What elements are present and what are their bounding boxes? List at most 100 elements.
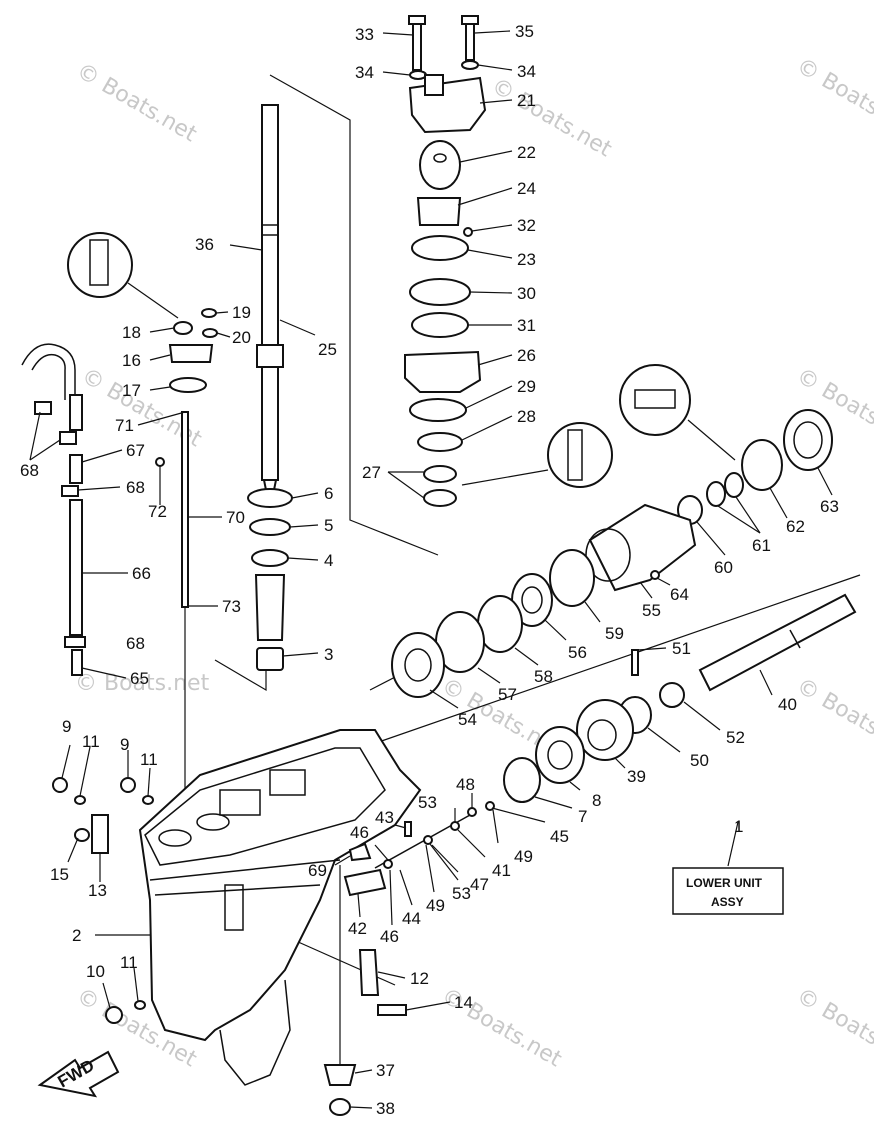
retainer-62 <box>741 439 783 491</box>
pin-51 <box>631 649 639 676</box>
callout-44: 44 <box>402 909 421 928</box>
shift-rod-housing-16 <box>168 344 214 363</box>
callout-66: 66 <box>132 564 151 583</box>
callout-47: 47 <box>470 875 489 894</box>
watermark: © Boats.net <box>792 674 874 763</box>
anode-13 <box>91 814 109 854</box>
callout-51: 51 <box>672 639 691 658</box>
callout-6: 6 <box>324 484 333 503</box>
bolt-33 <box>412 19 422 71</box>
callout-25: 25 <box>318 340 337 359</box>
pump-housing-21 <box>408 76 487 134</box>
washer-61b <box>706 481 726 507</box>
washer-34b <box>461 60 479 70</box>
trim-tab-12 <box>358 949 380 996</box>
callout-8: 8 <box>592 791 601 810</box>
detail-circle-right <box>619 364 691 436</box>
fwd-arrow: FWD <box>37 1050 120 1098</box>
water-pump-stack <box>404 15 487 507</box>
bolt-9b <box>120 777 136 793</box>
washer-61a <box>724 472 744 498</box>
washer-34a <box>409 70 427 80</box>
callout-55: 55 <box>642 601 661 620</box>
callout-46: 46 <box>350 823 369 842</box>
callout-21: 21 <box>517 91 536 110</box>
ball-46 <box>383 859 393 869</box>
callout-14: 14 <box>454 993 473 1012</box>
water-tube-66 <box>69 499 83 636</box>
callout-42: 42 <box>348 919 367 938</box>
callout-71: 71 <box>115 416 134 435</box>
bearing-63 <box>783 409 833 471</box>
callout-73: 73 <box>222 597 241 616</box>
callout-26: 26 <box>517 346 536 365</box>
gasket-23 <box>411 235 469 261</box>
callout-22: 22 <box>517 143 536 162</box>
bearing-housing-assembly <box>391 364 833 698</box>
key-32 <box>463 227 473 237</box>
callout-23: 23 <box>517 250 536 269</box>
callout-49: 49 <box>514 847 533 866</box>
callout-1: 1 <box>734 817 743 836</box>
bearing-housing-55 <box>588 503 697 592</box>
spring-52 <box>659 682 685 708</box>
gearcase-housing <box>52 729 422 1116</box>
propeller-shaft-assembly <box>503 593 857 803</box>
callout-54: 54 <box>458 710 477 729</box>
callout-10: 10 <box>86 962 105 981</box>
callout-67: 67 <box>126 441 145 460</box>
callout-68: 68 <box>20 461 39 480</box>
key-64 <box>650 570 660 580</box>
assy-box-line1: LOWER UNIT <box>686 876 763 890</box>
impeller-24 <box>416 197 462 226</box>
ball-48 <box>467 807 477 817</box>
watermark: © Boats.net <box>72 59 201 148</box>
bolt-14 <box>377 1004 407 1016</box>
callout-11: 11 <box>120 953 138 972</box>
callout-57: 57 <box>498 685 517 704</box>
callout-61: 61 <box>752 536 771 555</box>
clip-72 <box>155 457 165 467</box>
callout-15: 15 <box>50 865 69 884</box>
callout-16: 16 <box>122 351 141 370</box>
hose-clamp-68a <box>34 401 52 415</box>
callout-35: 35 <box>515 22 534 41</box>
bolt-9a <box>52 777 68 793</box>
watermark: © Boats.net <box>792 54 874 143</box>
ball-49b <box>423 835 433 845</box>
callout-56: 56 <box>568 643 587 662</box>
callout-45: 45 <box>550 827 569 846</box>
callout-37: 37 <box>376 1061 395 1080</box>
bolt-35 <box>465 19 475 61</box>
callout-65: 65 <box>130 669 149 688</box>
gasket-29 <box>409 398 467 422</box>
callout-58: 58 <box>534 667 553 686</box>
callout-43: 43 <box>375 808 394 827</box>
propeller-shaft-40 <box>698 593 857 692</box>
callout-48: 48 <box>456 775 475 794</box>
pump-base-26 <box>404 350 482 393</box>
washer-11c <box>134 1000 146 1010</box>
shim-5 <box>249 518 291 536</box>
callout-3: 3 <box>324 645 333 664</box>
callout-13: 13 <box>88 881 107 900</box>
callout-9: 9 <box>120 735 129 754</box>
callout-9: 9 <box>62 717 71 736</box>
assy-box-line2: ASSY <box>711 895 744 909</box>
callout-62: 62 <box>786 517 805 536</box>
bushing-6 <box>247 488 293 508</box>
gear-39 <box>576 699 634 761</box>
hose-clamp-68b <box>59 431 77 445</box>
shim-7 <box>503 757 541 803</box>
bracket-69 <box>348 842 372 862</box>
plate-30 <box>409 278 471 306</box>
callout-41: 41 <box>492 861 511 880</box>
callout-29: 29 <box>517 377 536 396</box>
lower-unit-assy-box: LOWER UNIT ASSY <box>672 867 784 915</box>
detail-circle-upper <box>67 232 133 298</box>
callout-70: 70 <box>226 508 245 527</box>
leader-lines <box>29 30 833 1109</box>
insert-22 <box>419 140 461 190</box>
callout-46: 46 <box>380 927 399 946</box>
